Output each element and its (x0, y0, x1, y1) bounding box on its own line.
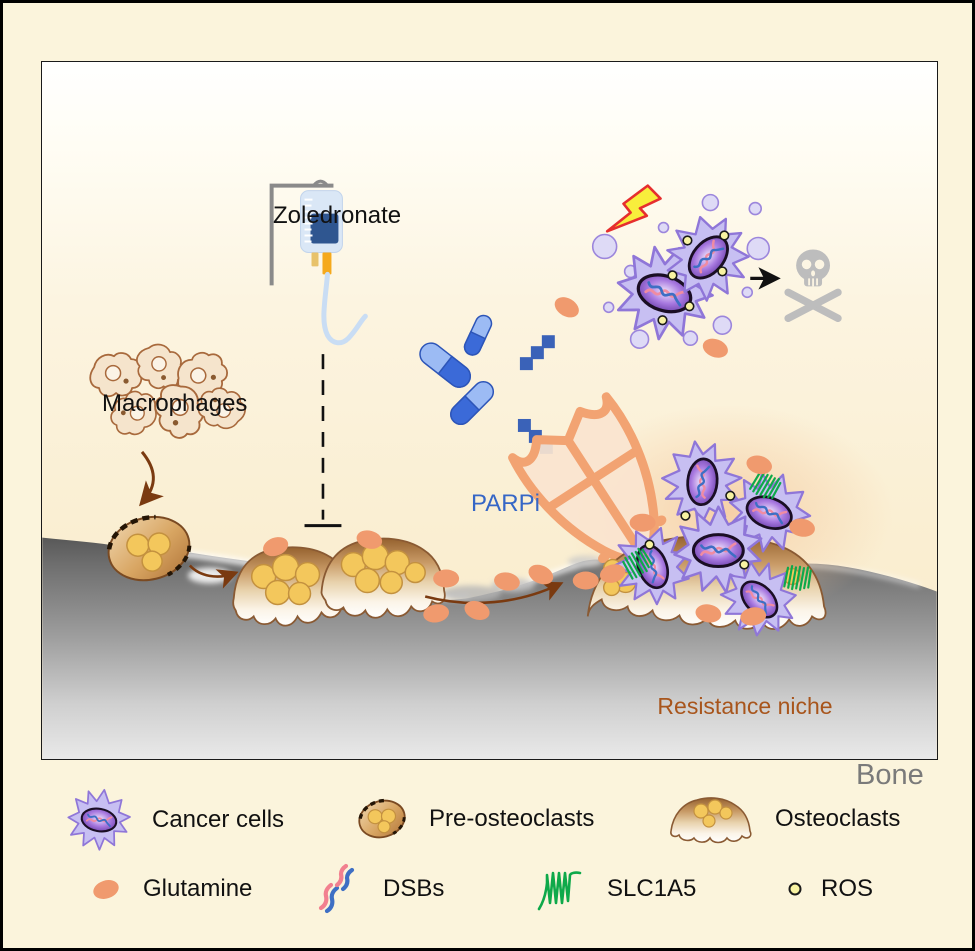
resistance-niche-label: Resistance niche (657, 693, 833, 719)
legend-item-ros: ROS (785, 875, 874, 902)
differentiation-arrow (139, 450, 164, 507)
iv-drip-icon (269, 179, 368, 346)
slc1a5-icon (537, 871, 582, 911)
legend-label: SLC1A5 (607, 875, 697, 902)
pre-osteoclast-cell (106, 514, 192, 582)
lightning-bolt-icon (605, 184, 662, 233)
skull-crossbones-icon (784, 249, 842, 323)
parpi-capsules (419, 314, 495, 426)
legend-label: ROS (821, 875, 874, 902)
legend-label: Cancer cells (152, 806, 285, 833)
legend-item-dsbs: DSBs (315, 863, 444, 915)
bone-label: Bone (856, 759, 924, 791)
legend-label: Glutamine (143, 875, 253, 902)
diagram-artwork (42, 179, 937, 759)
maturation-arrow (188, 564, 239, 589)
legend-item-glutamine: Glutamine (89, 875, 252, 903)
legend-item-cancer-cells: Cancer cells (58, 787, 284, 853)
cancer-cell-icon (58, 787, 140, 853)
dsb-icon (318, 863, 355, 914)
zoledronate-label: Zoledronate (273, 202, 402, 229)
diagram-panel: Zoledronate Macrophages PARPi Resistance… (41, 61, 938, 791)
legend-label: DSBs (383, 875, 445, 902)
glutamine-icon (93, 879, 119, 899)
pre-osteoclast-icon (358, 798, 406, 839)
glutamine-flow-arrow (424, 581, 564, 605)
legend-label: Pre-osteoclasts (429, 805, 595, 832)
legend-item-osteoclasts: Osteoclasts (663, 793, 900, 845)
legend-label: Osteoclasts (775, 805, 901, 832)
legend-item-slc1a5: SLC1A5 (535, 863, 696, 915)
parpi-label: PARPi (471, 490, 540, 517)
inhibition-bar-icon (304, 354, 342, 528)
legend-item-pre-osteoclasts: Pre-osteoclasts (355, 795, 594, 843)
osteoclast-icon (670, 797, 752, 844)
macrophage-cluster (89, 334, 251, 444)
ros-icon (788, 882, 802, 896)
dying-cancer-cells (591, 184, 842, 350)
macrophages-label: Macrophages (102, 390, 248, 417)
osteoclast-cells (232, 537, 446, 627)
